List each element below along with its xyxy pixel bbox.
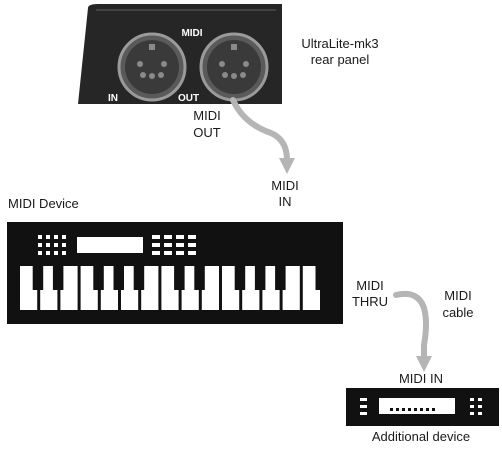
midi-device-label: MIDI Device (8, 196, 79, 211)
panel-midi-label: MIDI (181, 28, 202, 39)
midi-out-label-line2: OUT (193, 125, 221, 140)
panel-in-label: IN (108, 93, 118, 104)
additional-device (346, 388, 499, 426)
keyboard-right-buttons (152, 235, 196, 255)
midi-cable-thru-to-in (393, 290, 432, 372)
midi-in-additional-label: MIDI IN (399, 371, 443, 386)
cable-arrowhead-2 (416, 356, 432, 372)
rack-right-buttons (470, 398, 482, 415)
midi-in-label-line1: MIDI (271, 178, 298, 193)
panel-out-label: OUT (178, 93, 199, 104)
midi-out-port (199, 32, 269, 102)
keyboard-black-keys (32, 266, 326, 290)
midi-thru-label-line1: MIDI (356, 278, 383, 293)
ultralite-rear-panel: MIDI IN OUT (78, 4, 282, 104)
cable-label-line2: cable (442, 305, 473, 320)
rack-display (379, 398, 455, 414)
rear-panel-caption-line2: rear panel (311, 52, 370, 67)
cable-arrowhead (279, 158, 295, 174)
keyboard-display (77, 237, 143, 253)
midi-in-label-line2: IN (279, 194, 292, 209)
rack-left-buttons (360, 398, 367, 415)
additional-device-label: Additional device (372, 429, 470, 444)
midi-cable-out-to-in (230, 97, 295, 174)
cable-label-line1: MIDI (444, 288, 471, 303)
midi-device-keyboard (7, 222, 343, 324)
keyboard-white-keys (20, 266, 320, 310)
rack-display-dots (390, 408, 435, 411)
keyboard-left-buttons (38, 235, 66, 255)
rear-panel-caption-line1: UltraLite-mk3 (301, 36, 378, 51)
midi-in-port (117, 32, 187, 102)
midi-out-label-line1: MIDI (193, 108, 220, 123)
midi-thru-label-line2: THRU (352, 294, 388, 309)
